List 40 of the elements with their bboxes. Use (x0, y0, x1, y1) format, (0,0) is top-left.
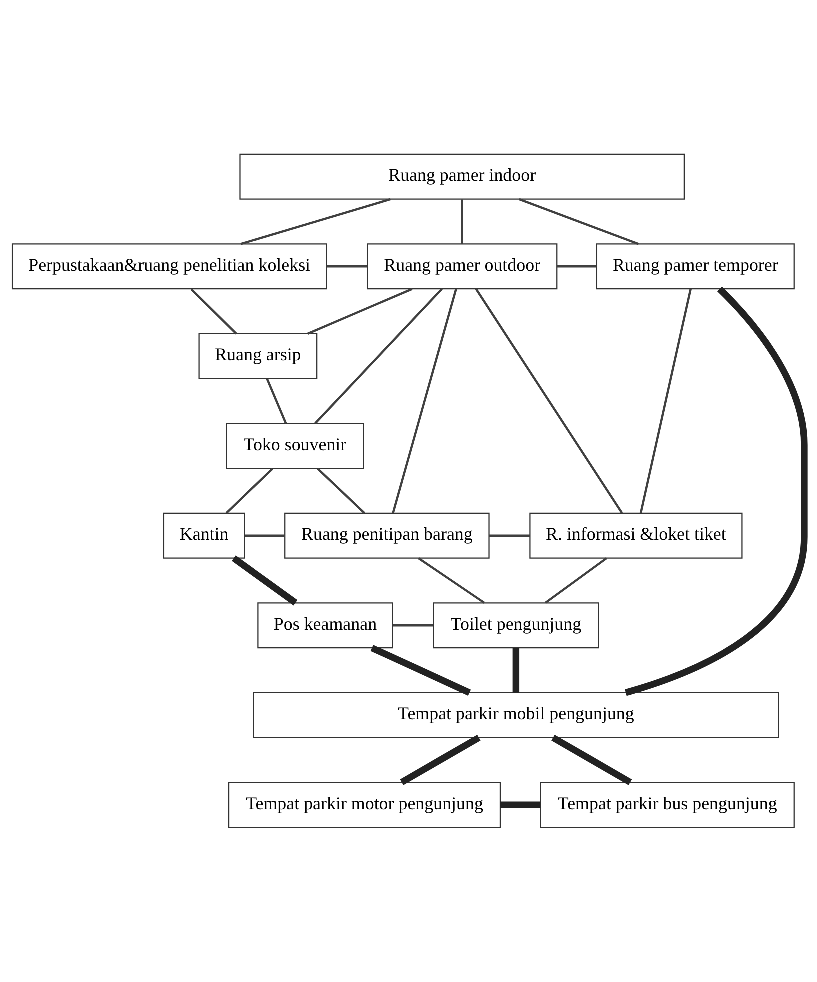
connector (545, 557, 608, 604)
node-box: Ruang arsip (198, 333, 318, 380)
connector (640, 288, 692, 514)
connector (314, 288, 443, 424)
node-box: Toilet pengunjung (433, 602, 600, 649)
connector (625, 286, 808, 696)
connector (226, 468, 274, 514)
connector (461, 200, 464, 244)
connector (317, 468, 366, 514)
connector (500, 802, 541, 808)
connector (370, 645, 472, 696)
node-box: Tempat parkir mobil pengunjung (253, 692, 780, 738)
connector (392, 288, 458, 514)
connector (326, 266, 368, 268)
connector (557, 266, 597, 268)
connector (519, 198, 640, 246)
node-box: Ruang pamer outdoor (367, 244, 558, 290)
node-box: Tempat parkir motor pengunjung (228, 782, 502, 828)
connector (245, 534, 286, 537)
connector (308, 288, 413, 335)
node-box: Ruang pamer indoor (240, 154, 685, 200)
connector (266, 378, 288, 424)
node-box: Pos keamanan (258, 602, 394, 649)
connector (400, 734, 481, 786)
node-box: Kantin (163, 512, 246, 559)
node-box: Tempat parkir bus pengunjung (540, 782, 795, 828)
connector (232, 556, 298, 606)
node-box: Perpustakaan&ruang penelitian koleksi (12, 244, 328, 290)
connector (512, 648, 520, 693)
connector (475, 288, 624, 514)
connector (489, 534, 530, 537)
node-box: Ruang penitipan barang (284, 512, 490, 559)
connector (240, 198, 392, 246)
connector (190, 288, 238, 335)
node-box: R. informasi &loket tiket (530, 512, 743, 559)
connector (392, 624, 434, 627)
connector (552, 734, 632, 786)
node-box: Toko souvenir (226, 423, 364, 470)
node-box: Ruang pamer temporer (596, 244, 795, 290)
connector (418, 557, 486, 604)
